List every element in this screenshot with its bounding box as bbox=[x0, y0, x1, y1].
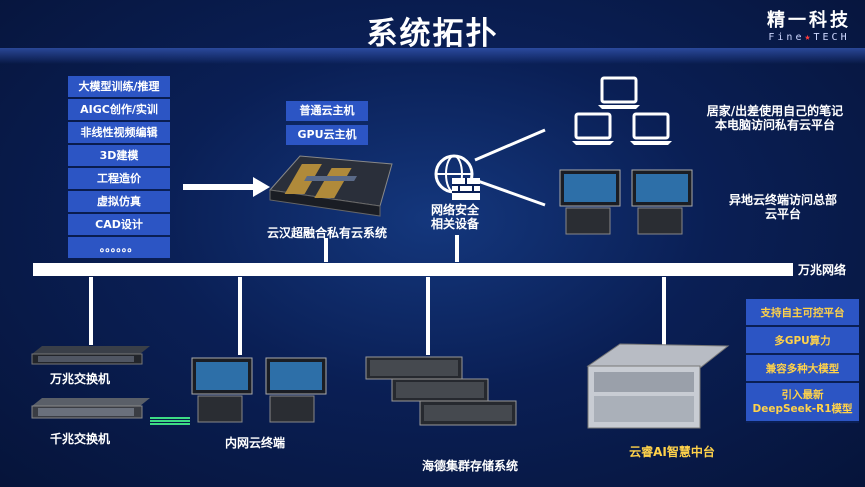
remote-terminals-group bbox=[559, 169, 693, 235]
laptop-icon bbox=[598, 76, 640, 109]
intranet-terminals-group bbox=[191, 357, 327, 423]
workload-item: CAD设计 bbox=[68, 214, 170, 235]
laptop-icon bbox=[572, 112, 614, 145]
workload-item: AIGC创作/实训 bbox=[68, 99, 170, 120]
ai-platform-label: 云睿AI智慧中台 bbox=[629, 445, 715, 459]
vm-type-item: GPU云主机 bbox=[286, 125, 368, 145]
laptop-label: 居家/出差使用自己的笔记 本电脑访问私有云平台 bbox=[700, 104, 850, 132]
vm-type-list: 普通云主机 GPU云主机 bbox=[286, 101, 368, 149]
workload-item: 。。。。。。 bbox=[68, 237, 170, 258]
laptop-icon bbox=[630, 112, 672, 145]
link-laptops bbox=[474, 128, 546, 162]
monitor-icon bbox=[191, 357, 253, 423]
laptop-label-line: 本电脑访问私有云平台 bbox=[714, 118, 835, 132]
remote-label: 异地云终端访问总部 云平台 bbox=[708, 193, 858, 221]
link-remote bbox=[474, 178, 546, 207]
backbone-bar bbox=[33, 263, 793, 276]
storage-cluster-icon bbox=[365, 356, 517, 426]
vm-type-item: 普通云主机 bbox=[286, 101, 368, 121]
ai-feature-item: 多GPU算力 bbox=[746, 327, 859, 355]
workload-item: 大模型训练/推理 bbox=[68, 76, 170, 97]
intranet-terminal-label: 内网云终端 bbox=[225, 436, 286, 450]
monitor-icon bbox=[631, 169, 693, 235]
firewall-globe-icon bbox=[434, 154, 480, 200]
workload-list: 大模型训练/推理 AIGC创作/实训 非线性视频编辑 3D建模 工程造价 虚拟仿… bbox=[68, 76, 170, 260]
laptops-group bbox=[572, 76, 672, 145]
ai-feature-item: 支持自主可控平台 bbox=[746, 299, 859, 327]
ai-feature-item: 引入最新DeepSeek-R1模型 bbox=[746, 383, 859, 423]
remote-label-line: 云平台 bbox=[764, 207, 801, 221]
private-cloud-server-icon bbox=[269, 155, 393, 217]
slide-title: 系统拓扑 bbox=[366, 16, 499, 52]
logo-cn: 精一科技 bbox=[767, 10, 851, 31]
switches-group bbox=[31, 346, 150, 419]
switch-1g-label: 千兆交换机 bbox=[50, 432, 111, 446]
workload-item: 非线性视频编辑 bbox=[68, 122, 170, 143]
switch-1g-icon bbox=[31, 398, 150, 419]
switch-10g-label: 万兆交换机 bbox=[50, 372, 111, 386]
storage-label: 海德集群存储系统 bbox=[421, 459, 518, 473]
logo-en: Fine★TECH bbox=[767, 32, 851, 43]
security-label-line: 相关设备 bbox=[430, 217, 479, 231]
workload-item: 工程造价 bbox=[68, 168, 170, 189]
title-bar-glow bbox=[0, 48, 865, 64]
remote-label-line: 异地云终端访问总部 bbox=[728, 193, 837, 207]
security-label: 网络安全 相关设备 bbox=[425, 203, 485, 231]
company-logo: 精一科技 Fine★TECH bbox=[767, 6, 851, 43]
logo-en-a: Fine bbox=[768, 32, 805, 43]
security-label-line: 网络安全 bbox=[430, 203, 479, 217]
workload-item: 3D建模 bbox=[68, 145, 170, 166]
big-arrow bbox=[183, 177, 270, 197]
backbone-label: 万兆网络 bbox=[798, 263, 847, 277]
switch-10g-icon bbox=[31, 346, 150, 365]
private-cloud-label: 云汉超融合私有云系统 bbox=[266, 226, 387, 240]
monitor-icon bbox=[265, 357, 327, 423]
monitor-icon bbox=[559, 169, 621, 235]
ai-platform-server-icon bbox=[586, 343, 730, 429]
workload-item: 虚拟仿真 bbox=[68, 191, 170, 212]
laptop-label-line: 居家/出差使用自己的笔记 bbox=[706, 104, 844, 118]
logo-en-c: TECH bbox=[813, 32, 850, 43]
logo-star: ★ bbox=[804, 32, 814, 43]
ai-feature-item: 兼容多种大模型 bbox=[746, 355, 859, 383]
ai-feature-list: 支持自主可控平台 多GPU算力 兼容多种大模型 引入最新DeepSeek-R1模… bbox=[746, 299, 859, 423]
